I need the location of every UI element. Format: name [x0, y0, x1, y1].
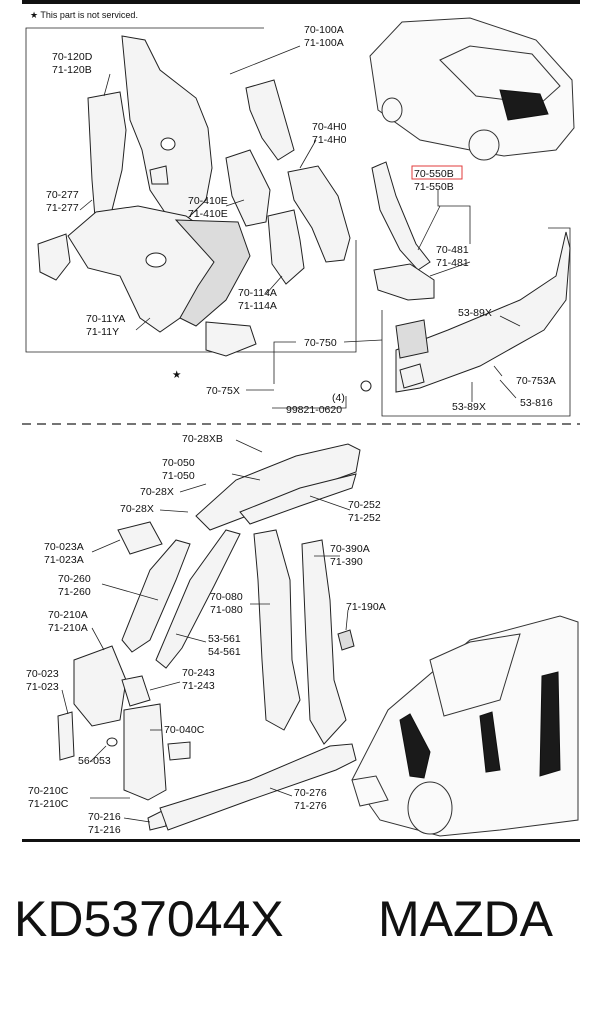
label-70-120d: 70-120D [52, 51, 93, 63]
label-71-11y: 71-11Y [86, 326, 119, 338]
label-70-210c: 70-210C [28, 785, 69, 797]
label-70-260: 70-260 [58, 573, 91, 585]
label-71-050: 71-050 [162, 470, 195, 482]
upper-leader-lines [79, 45, 521, 409]
label-70-410e: 70-410E [188, 195, 228, 207]
label-71-252: 71-252 [348, 512, 381, 524]
label-70-75x: 70-75X [206, 385, 240, 397]
bottom-rule [22, 839, 580, 842]
not-serviced-star-icon: ★ [172, 369, 182, 381]
label-71-190a: 71-190A [346, 601, 386, 613]
label-71-023: 71-023 [26, 681, 59, 693]
label-70-216: 70-216 [88, 811, 121, 823]
hinge-pillar-parts [57, 521, 191, 831]
footer-caption: KD537044X MAZDA [0, 890, 600, 980]
label-56-053: 56-053 [78, 755, 111, 767]
label-71-114a: 71-114A [238, 300, 277, 312]
rear-end-panel [395, 231, 571, 393]
not-serviced-note: ★ This part is not serviced. [30, 10, 138, 20]
label-71-243: 71-243 [182, 680, 215, 692]
front-car-thumbnail [351, 615, 579, 837]
highlight-box [411, 165, 463, 180]
label-71-210c: 71-210C [28, 798, 69, 810]
label-70-28xb: 70-28XB [182, 433, 223, 445]
b-pillar-assembly [253, 529, 355, 745]
label-71-023a: 71-023A [44, 554, 84, 566]
label-70-550b: 70-550B [414, 168, 454, 180]
part-number: KD537044X [14, 891, 284, 947]
group-frame-rear-wheelhouse [25, 27, 357, 353]
label-71-080: 71-080 [210, 604, 243, 616]
label-70-11ya: 70-11YA [86, 313, 125, 325]
label-70-4h0: 70-4H0 [312, 121, 347, 133]
label-53-561: 53-561 [208, 633, 241, 645]
roof-side-rail [195, 443, 361, 531]
label-70-390a: 70-390A [330, 543, 370, 555]
label-70-040c: 70-040C [164, 724, 205, 736]
label-70-023a: 70-023A [44, 541, 84, 553]
label-53-89x-lower: 53-89X [452, 401, 486, 413]
a-pillar-inner [121, 529, 241, 669]
label-71-210a: 71-210A [48, 622, 88, 634]
label-70-210a: 70-210A [48, 609, 88, 621]
quarter-reinforcement-parts [205, 79, 351, 357]
label-70-100a: 70-100A [304, 24, 344, 36]
top-rule [22, 0, 580, 4]
label-99821-0620: 99821-0620 [286, 404, 342, 416]
label-70-114a: 70-114A [238, 287, 277, 299]
label-70-753a: 70-753A [516, 375, 556, 387]
group-frame-rear-panel [381, 227, 571, 417]
label-53-816: 53-816 [520, 397, 553, 409]
label-71-277: 71-277 [46, 202, 79, 214]
label-53-89x-upper: 53-89X [458, 307, 492, 319]
label-qty-4: (4) [332, 392, 345, 404]
lower-leader-lines [61, 439, 351, 823]
label-70-080: 70-080 [210, 591, 243, 603]
label-71-4h0: 71-4H0 [312, 134, 347, 146]
label-70-481: 70-481 [436, 244, 469, 256]
rear-pillar-parts [371, 161, 435, 301]
label-70-050: 70-050 [162, 457, 195, 469]
quarter-inner-assembly [37, 35, 251, 333]
label-71-550b: 71-550B [414, 181, 454, 193]
side-sill-rail [159, 743, 357, 831]
label-70-750: 70-750 [304, 337, 337, 349]
label-70-243: 70-243 [182, 667, 215, 679]
label-71-260: 71-260 [58, 586, 91, 598]
label-70-28x-a: 70-28X [140, 486, 174, 498]
label-70-277: 70-277 [46, 189, 79, 201]
label-71-276: 71-276 [294, 800, 327, 812]
label-71-216: 71-216 [88, 824, 121, 836]
label-70-28x-b: 70-28X [120, 503, 154, 515]
label-71-481: 71-481 [436, 257, 469, 269]
label-71-100a: 71-100A [304, 37, 344, 49]
brand-name: MAZDA [378, 891, 553, 947]
label-70-023: 70-023 [26, 668, 59, 680]
label-71-390: 71-390 [330, 556, 363, 568]
rear-car-thumbnail [369, 17, 575, 161]
label-71-410e: 71-410E [188, 208, 228, 220]
label-70-276: 70-276 [294, 787, 327, 799]
bolt-icon [360, 380, 372, 392]
label-54-561: 54-561 [208, 646, 241, 658]
label-70-252: 70-252 [348, 499, 381, 511]
label-71-120b: 71-120B [52, 64, 92, 76]
